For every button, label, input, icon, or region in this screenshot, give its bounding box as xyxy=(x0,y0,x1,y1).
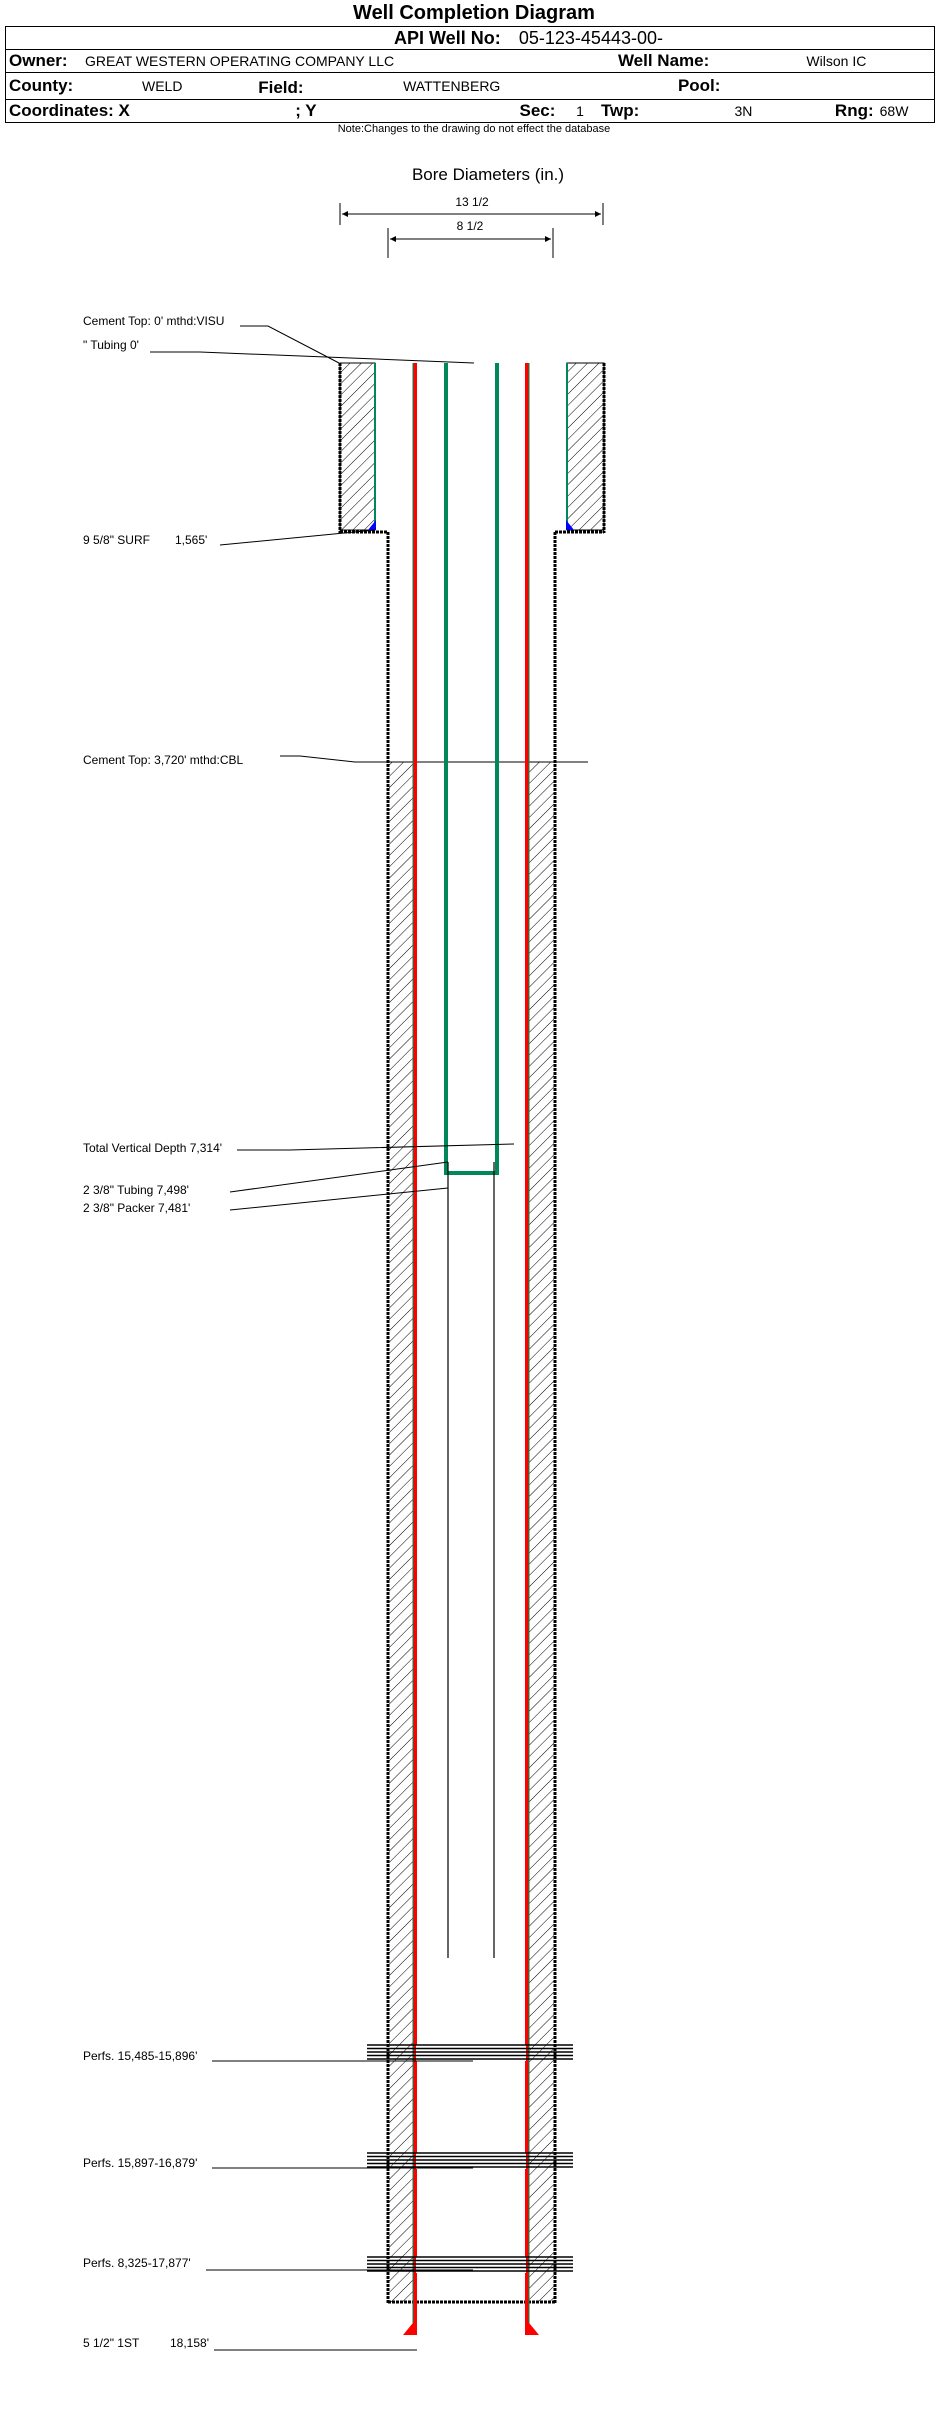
coordinates-row: Coordinates: X ; Y Sec: 1 Twp: 3N Rng: 6… xyxy=(5,99,935,123)
perforations xyxy=(367,2044,573,2273)
bore-title: Bore Diameters (in.) xyxy=(412,165,564,184)
rng-label: Rng: xyxy=(803,99,877,123)
label-surface-casing-depth: 1,565' xyxy=(175,533,207,547)
bore-inner-dimension: 8 1/2 xyxy=(387,219,554,258)
perforation-band xyxy=(367,2152,573,2169)
label-packer: 2 3/8" Packer 7,481' xyxy=(83,1201,190,1215)
diagram-title: Well Completion Diagram xyxy=(353,2,595,24)
well-name-label: Well Name: xyxy=(597,49,804,73)
label-cement-top-prod: Cement Top: 3,720' mthd:CBL xyxy=(83,753,243,767)
owner-label: Owner: xyxy=(5,49,82,73)
sec-value: 1 xyxy=(576,103,584,119)
owner-value: GREAT WESTERN OPERATING COMPANY LLC xyxy=(82,49,598,73)
sec-label-cell: Sec: 1 xyxy=(363,99,598,123)
owner-row: Owner: GREAT WESTERN OPERATING COMPANY L… xyxy=(5,49,935,73)
label-tvd: Total Vertical Depth 7,314' xyxy=(83,1141,222,1155)
casing-shoe-left-icon xyxy=(403,2318,417,2335)
pool-label: Pool: xyxy=(597,72,804,100)
label-perfs-1: Perfs. 15,485-15,896' xyxy=(83,2049,197,2063)
perforation-band xyxy=(367,2256,573,2273)
production-casing xyxy=(403,363,539,2335)
label-prod-casing: 5 1/2" 1ST xyxy=(83,2336,140,2350)
county-row: County: WELD Field: WATTENBERG Pool: xyxy=(5,72,935,100)
casing-shoe-right-icon xyxy=(525,2318,539,2335)
api-value: 05-123-45443-00- xyxy=(518,27,663,48)
coord-y-label: ; Y xyxy=(255,99,364,123)
field-label: Field: xyxy=(255,72,364,100)
well-info-table: API Well No: 05-123-45443-00- Owner: GRE… xyxy=(5,26,935,123)
well-name-value: Wilson IC xyxy=(803,49,935,73)
county-value: WELD xyxy=(82,72,256,100)
annotations xyxy=(150,325,515,2351)
api-label: API Well No: xyxy=(394,27,501,48)
sec-label: Sec: xyxy=(519,101,556,120)
coord-x-label: Coordinates: X xyxy=(5,99,256,123)
packer xyxy=(447,1162,495,1958)
perforation-band xyxy=(367,2044,573,2061)
county-label: County: xyxy=(5,72,82,100)
tubing xyxy=(444,363,499,1175)
label-perfs-2: Perfs. 15,897-16,879' xyxy=(83,2156,197,2170)
label-prod-casing-depth: 18,158' xyxy=(170,2336,209,2350)
bore-outer-label: 13 1/2 xyxy=(455,195,489,209)
label-cement-top-surface: Cement Top: 0' mthd:VISU xyxy=(83,314,224,328)
field-value: WATTENBERG xyxy=(363,72,598,100)
bore-outer-dimension: 13 1/2 xyxy=(339,195,604,225)
twp-label: Twp: xyxy=(597,99,732,123)
label-tubing: 2 3/8" Tubing 7,498' xyxy=(83,1183,189,1197)
label-surface-casing: 9 5/8" SURF xyxy=(83,533,150,547)
rng-value: 68W xyxy=(876,99,935,123)
note-text: Note:Changes to the drawing do not effec… xyxy=(337,123,611,135)
surface-hole xyxy=(338,362,606,534)
api-row: API Well No: 05-123-45443-00- xyxy=(5,26,935,50)
pool-value xyxy=(803,72,935,100)
twp-value: 3N xyxy=(731,99,804,123)
label-tubing-top: " Tubing 0' xyxy=(83,338,139,352)
bore-inner-label: 8 1/2 xyxy=(457,219,484,233)
production-hole xyxy=(355,532,588,2304)
label-perfs-3: Perfs. 8,325-17,877' xyxy=(83,2256,191,2270)
